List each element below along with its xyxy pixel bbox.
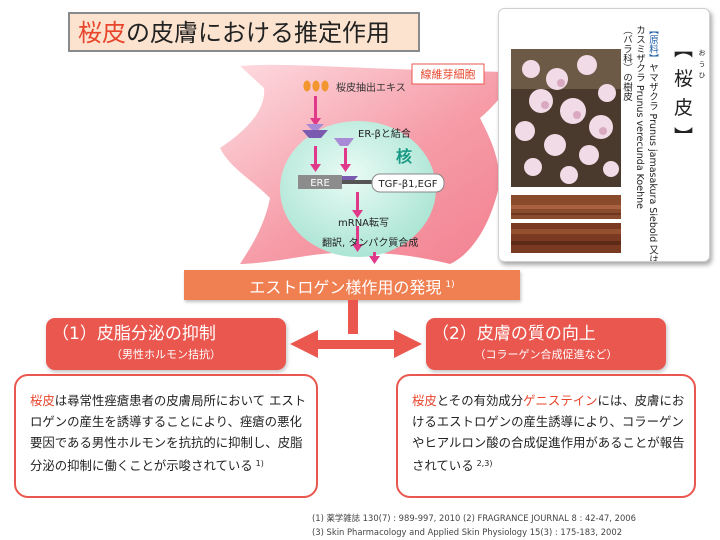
right-subheading: （コラーゲン合成促進など） [474,348,618,361]
right-body-lead: 桜皮 [412,393,437,408]
bark-sample-1 [511,195,621,219]
specimen-line1: 【原料】ヤマザクラ Prunus jamasakura Siebold 又は [646,25,658,262]
nucleus [280,121,436,257]
mechanism-diagram: 線維芽細胞 桜皮抽出エキス ER-βと結合 核 ERE TGF-β1,EGF m… [220,63,510,264]
title-rest: の皮膚における推定作用 [126,19,390,47]
banner-text: エストロゲン様作用の発現 [249,278,442,297]
banner-ref: 1) [445,280,455,290]
right-body-text: には、皮膚におけるエストロゲンの産生誘導により、コラーゲンやヒアルロン酸の合成促… [412,393,685,473]
source-tag: 【原料】 [647,25,658,63]
cell-label: 線維芽細胞 [421,67,476,81]
left-body-text: は尋常性痤瘡患者の皮膚局所において エストロゲンの産生を誘導することにより、痤瘡… [30,393,307,473]
cherry-blossom-photo [511,49,621,187]
right-body-genistein: ゲニステイン [523,393,598,408]
specimen-card: 【 桜 皮 】 お う ひ 【原料】ヤマザクラ Prunus jamasakur… [498,8,710,262]
references: (1) 薬学雑誌 130(7) : 989-997, 2010 (2) FRAG… [312,511,636,539]
double-arrow-bar [314,340,398,349]
receptor-label: ER-βと結合 [358,127,411,140]
reference-line-2: (3) Skin Pharmacology and Applied Skin P… [312,527,623,537]
title-box: 桜皮の皮膚における推定作用 [68,12,420,52]
specimen-line2: カスミザクラ Prunus verecunda Koehne [634,25,645,209]
page-title: 桜皮の皮膚における推定作用 [78,19,390,47]
reference-line-1: (1) 薬学雑誌 130(7) : 989-997, 2010 (2) FRAG… [312,513,636,523]
left-heading: （1）皮脂分泌の抑制 [52,324,216,344]
right-body-ref: 2,3) [476,459,493,468]
extract-dot-1 [303,80,311,92]
mrna-label: mRNA転写 [338,217,389,229]
left-body-ref: 1) [255,459,264,468]
left-body-box: 桜皮は尋常性痤瘡患者の皮膚局所において エストロゲンの産生を誘導することにより、… [14,374,318,498]
specimen-line1-text: ヤマザクラ Prunus jamasakura Siebold 又は [647,63,658,262]
left-heading-box: （1）皮脂分泌の抑制 （男性ホルモン拮抗） [46,318,286,370]
specimen-title: 【 桜 皮 】 [671,39,693,148]
dna-strand [342,180,372,184]
left-body-lead: 桜皮 [30,393,55,408]
stem-line [348,300,358,334]
mechanism-figure: 線維芽細胞 桜皮抽出エキス ER-βと結合 核 ERE TGF-β1,EGF m… [210,58,510,266]
cell-label-box [411,63,485,85]
specimen-line3: （バラ科）の樹皮 [621,25,632,101]
factor-label: TGF-β1,EGF [378,179,438,190]
right-arrowhead [394,330,422,358]
specimen-ruby: お う ひ [698,49,706,80]
transport-arrows [310,96,380,264]
ere-label: ERE [310,178,330,189]
title-highlight: 桜皮 [78,19,126,47]
translation-label: 翻訳, タンパク質合成 [322,236,418,249]
extract-label: 桜皮抽出エキス [336,81,406,94]
bark-sample-2 [511,223,621,253]
nucleus-label: 核 [396,147,412,166]
ere-box [298,175,342,189]
left-subheading: （男性ホルモン拮抗） [111,348,221,361]
right-body-mid: とその有効成分 [436,393,524,408]
right-heading-box: （2）皮膚の質の向上 （コラーゲン合成促進など） [426,318,666,370]
right-heading: （2）皮膚の質の向上 [432,324,596,344]
extract-dot-3 [321,80,329,92]
right-body-box: 桜皮とその有効成分ゲニステインには、皮膚におけるエストロゲンの産生誘導により、コ… [396,374,696,498]
factor-box [371,173,445,193]
left-arrowhead [290,330,318,358]
extract-dot-2 [312,80,320,92]
